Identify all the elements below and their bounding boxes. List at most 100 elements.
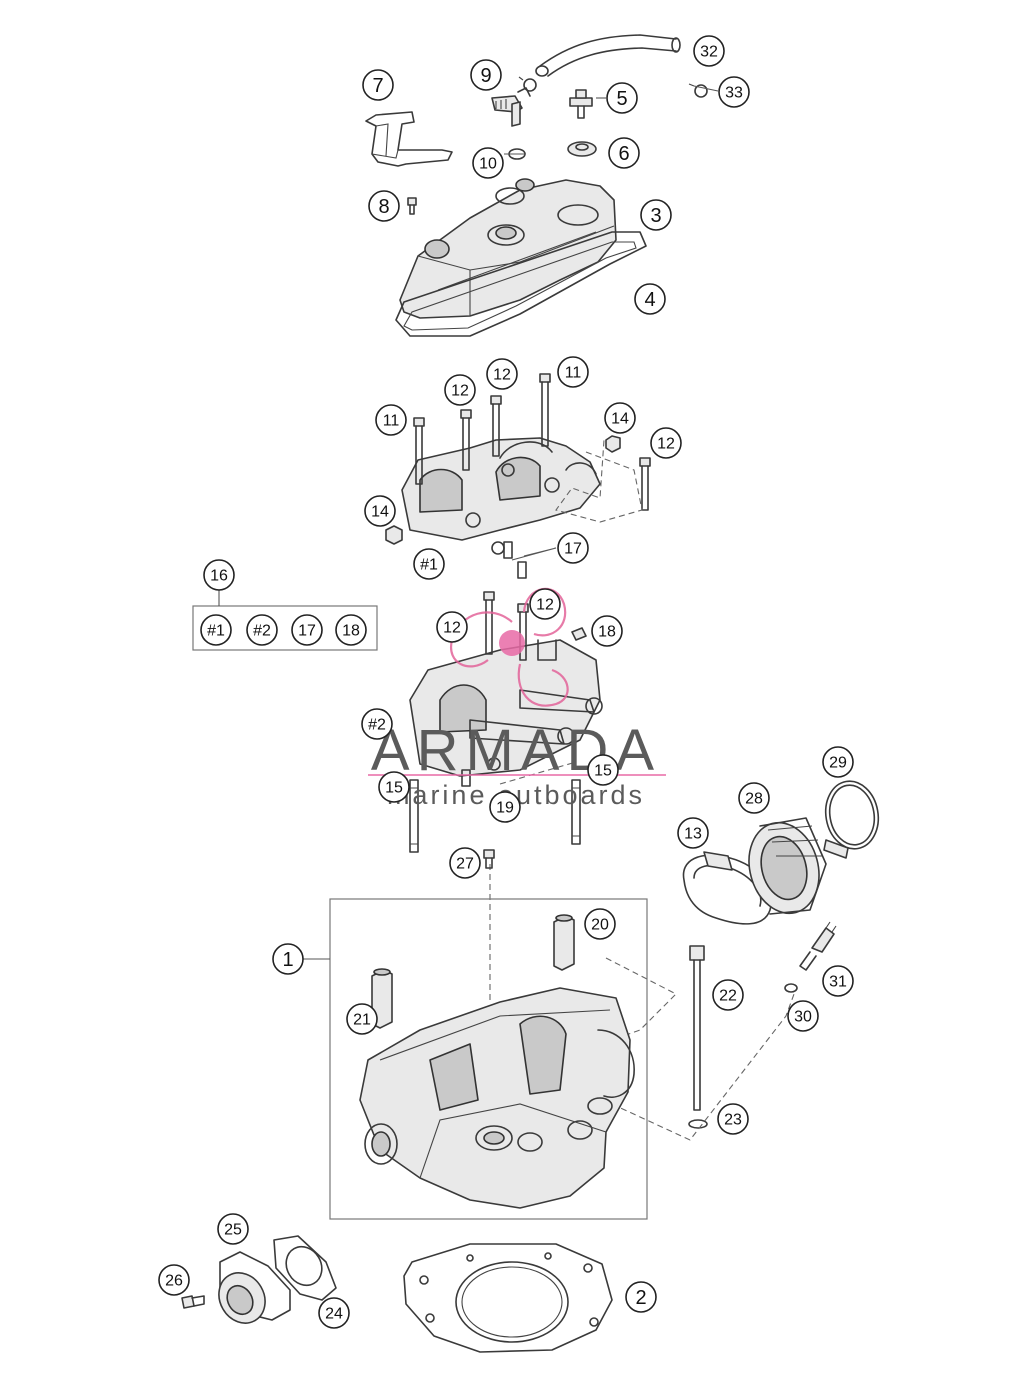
callout-c25: 25 xyxy=(217,1213,249,1245)
callout-c1: 1 xyxy=(272,943,304,975)
callout-c12c: 12 xyxy=(650,427,682,459)
callout-c22-circle xyxy=(712,979,744,1011)
callout-cp1-label: #1 xyxy=(420,557,438,574)
callout-c12e-label: 12 xyxy=(536,597,554,614)
callout-c14a-circle xyxy=(604,402,636,434)
callout-c30-circle xyxy=(787,1000,819,1032)
bolt-12-mid xyxy=(490,395,502,457)
callout-c24-circle xyxy=(318,1297,350,1329)
callout-c33-circle xyxy=(718,76,750,108)
hose-clamp-33 xyxy=(688,83,708,98)
stud-15-left xyxy=(409,779,419,853)
camshaft-assembly xyxy=(409,639,603,777)
grommet-6 xyxy=(567,141,597,157)
callout-c15a-label: 15 xyxy=(385,780,403,797)
callout-c2-label: 2 xyxy=(635,1287,646,1309)
callout-c25-label: 25 xyxy=(224,1222,242,1239)
callout-c15b-label: 15 xyxy=(594,763,612,780)
intake-flange-28 xyxy=(748,817,827,915)
kit-item-3-label: 18 xyxy=(342,623,360,640)
bolt-5 xyxy=(569,89,593,119)
callout-c12a-circle xyxy=(444,374,476,406)
callout-c33-label: 33 xyxy=(725,85,743,102)
callout-c27-label: 27 xyxy=(456,856,474,873)
callout-c25-circle xyxy=(217,1213,249,1245)
callout-cp2-circle xyxy=(361,708,393,740)
bolt-12-lower-left xyxy=(483,591,495,655)
callout-c30-label: 30 xyxy=(794,1009,812,1026)
callout-c11a-label: 11 xyxy=(383,413,400,430)
callout-cp1-circle xyxy=(413,548,445,580)
callout-c12b-label: 12 xyxy=(493,367,511,384)
cylinder-head-1 xyxy=(359,987,635,1209)
valve-cover-3 xyxy=(399,178,617,319)
bolt-26 xyxy=(181,1295,205,1309)
callout-c10-label: 10 xyxy=(479,156,497,173)
kit-item-1-circle xyxy=(246,614,278,646)
cylinder-head-group-box xyxy=(329,898,648,1220)
callout-c24: 24 xyxy=(318,1297,350,1329)
callout-c11a-circle xyxy=(375,404,407,436)
callout-c12d-circle xyxy=(436,611,468,643)
callout-c14b-label: 14 xyxy=(371,504,389,521)
callout-c6-circle xyxy=(608,137,640,169)
callout-c2-circle xyxy=(625,1281,657,1313)
temperature-sensor-31 xyxy=(799,921,837,971)
callout-c11b-label: 11 xyxy=(565,365,582,382)
callout-c3: 3 xyxy=(640,199,672,231)
kit-item-1: #2 xyxy=(246,614,278,646)
callout-cp2-label: #2 xyxy=(368,717,386,734)
callout-c9-circle xyxy=(470,59,502,91)
callout-c31-circle xyxy=(822,965,854,997)
callout-c5-label: 5 xyxy=(616,88,627,110)
callout-c23-circle xyxy=(717,1103,749,1135)
bolt-12-far-right xyxy=(639,457,651,511)
nut-14-right xyxy=(605,435,621,453)
callout-c14b: 14 xyxy=(364,495,396,527)
dashed-guide-19 xyxy=(499,761,577,785)
callout-labels: 1234567891011111212121212131414151516171… xyxy=(158,35,854,1329)
callout-c6: 6 xyxy=(608,137,640,169)
callout-cp1: #1 xyxy=(413,548,445,580)
callout-c27-circle xyxy=(449,847,481,879)
callout-c21: 21 xyxy=(346,1003,378,1035)
kit-item-2-label: 17 xyxy=(298,623,316,640)
hose-clamp-29 xyxy=(823,780,880,859)
bolt-22 xyxy=(689,945,705,1111)
callout-c11b-circle xyxy=(557,356,589,388)
plug-18 xyxy=(571,627,587,641)
callout-c12a: 12 xyxy=(444,374,476,406)
callout-c33: 33 xyxy=(718,76,750,108)
callout-c21-label: 21 xyxy=(353,1012,371,1029)
callout-c12b: 12 xyxy=(486,358,518,390)
callout-c22-label: 22 xyxy=(719,988,737,1005)
kit-item-0-label: #1 xyxy=(207,623,225,640)
callout-c28-circle xyxy=(738,782,770,814)
kit-item-0-circle xyxy=(200,614,232,646)
callout-c20-label: 20 xyxy=(591,917,609,934)
callout-c14a-label: 14 xyxy=(611,411,629,428)
callout-c20-circle xyxy=(584,908,616,940)
callout-c9: 9 xyxy=(470,59,502,91)
callout-c12a-label: 12 xyxy=(451,383,469,400)
callout-c17-circle xyxy=(557,532,589,564)
callout-c9-label: 9 xyxy=(480,65,491,87)
bolt-11-right xyxy=(539,373,551,447)
callout-c7: 7 xyxy=(362,69,394,101)
callout-c12d-label: 12 xyxy=(443,620,461,637)
callout-c3-circle xyxy=(640,199,672,231)
screw-27 xyxy=(483,849,495,869)
kit-item-2: 17 xyxy=(291,614,323,646)
callout-c20: 20 xyxy=(584,908,616,940)
callout-c11b: 11 xyxy=(557,356,589,388)
callout-c18: 18 xyxy=(591,615,623,647)
callout-c23: 23 xyxy=(717,1103,749,1135)
valve-guide-20 xyxy=(553,914,575,971)
callout-cp2: #2 xyxy=(361,708,393,740)
kit-item-3-circle xyxy=(335,614,367,646)
callout-c12b-circle xyxy=(486,358,518,390)
callout-c1-label: 1 xyxy=(282,949,293,971)
callout-c23-label: 23 xyxy=(724,1112,742,1129)
dowel-17 xyxy=(503,541,527,579)
